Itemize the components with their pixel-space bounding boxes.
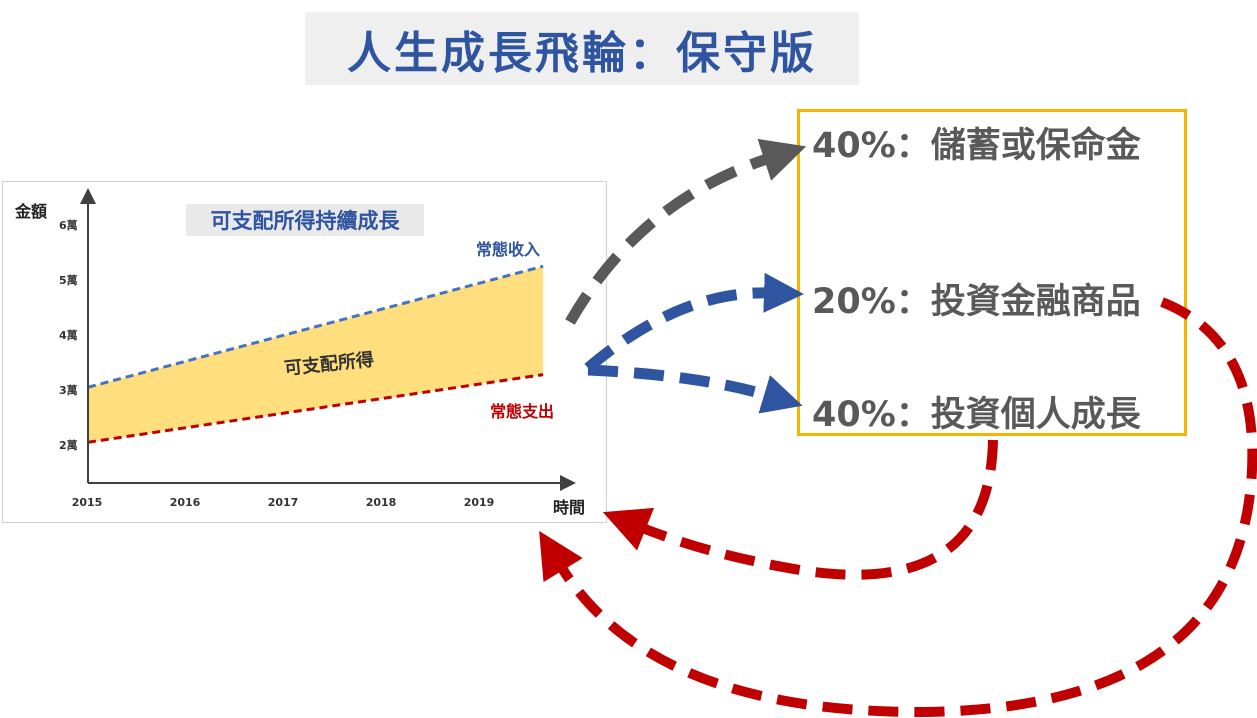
expense-line <box>87 373 544 444</box>
allocation-box <box>797 109 1187 436</box>
y-tick-label: 4萬 <box>59 328 78 342</box>
arrow-to-financial-products <box>584 272 804 373</box>
arrow-to-personal-growth <box>587 364 803 414</box>
y-tick-labels: 6萬 5萬 4萬 3萬 2萬 <box>59 218 78 452</box>
return-arrow-financial-products <box>539 297 1257 718</box>
expense-series-label: 常態支出 <box>490 402 554 421</box>
allocation-financial-products: 20%：投資金融商品 <box>812 282 1141 322</box>
chart-title-bg <box>186 204 424 236</box>
y-tick-label: 2萬 <box>59 438 78 452</box>
y-tick-label: 3萬 <box>59 383 78 397</box>
chart-title: 可支配所得持續成長 <box>211 209 401 233</box>
x-axis-label: 時間 <box>553 498 585 517</box>
arrow-to-savings <box>565 138 807 325</box>
y-tick-label: 5萬 <box>59 273 78 287</box>
chart-svg: 可支配所得持續成長 金額 時間 6萬 5萬 4萬 3萬 2萬 2015 2016… <box>14 188 585 517</box>
x-tick-label: 2017 <box>268 496 299 509</box>
income-line <box>87 264 544 389</box>
y-tick-label: 6萬 <box>59 218 78 232</box>
disposable-income-area <box>88 266 544 443</box>
y-axis-label: 金額 <box>14 202 47 221</box>
return-arrow-personal-growth <box>602 439 998 580</box>
allocation-savings: 40%：儲蓄或保命金 <box>812 126 1141 166</box>
allocation-personal-growth: 40%：投資個人成長 <box>812 395 1141 435</box>
page-title: 人生成長飛輪：保守版 <box>305 12 859 85</box>
x-tick-label: 2018 <box>366 496 397 509</box>
x-tick-label: 2015 <box>72 496 103 509</box>
income-series-label: 常態收入 <box>476 240 540 259</box>
income-chart: 可支配所得持續成長 金額 時間 6萬 5萬 4萬 3萬 2萬 2015 2016… <box>2 181 607 523</box>
x-tick-label: 2016 <box>170 496 201 509</box>
x-tick-labels: 2015 2016 2017 2018 2019 <box>72 496 495 509</box>
x-tick-label: 2019 <box>464 496 495 509</box>
